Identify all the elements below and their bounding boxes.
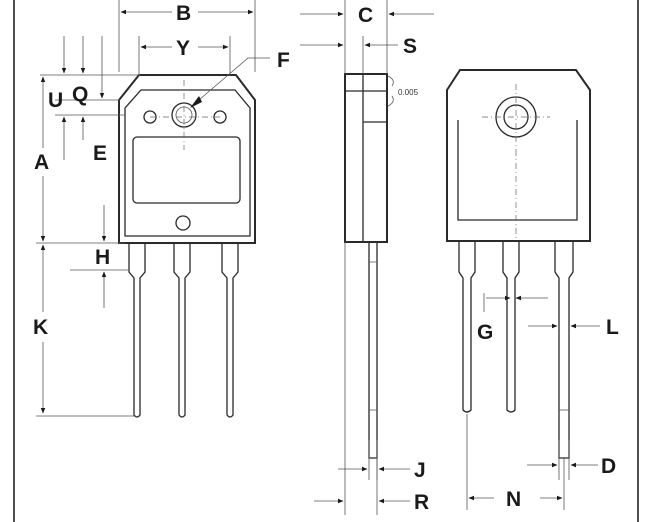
dim-B: B: [118, 0, 256, 72]
back-package-body: [446, 69, 591, 242]
dim-H: H: [70, 205, 129, 308]
label-K: K: [33, 316, 48, 339]
front-lead-right: [221, 244, 239, 418]
label-A: A: [34, 151, 49, 174]
label-C: C: [358, 4, 373, 27]
back-lead-right: [554, 242, 574, 459]
front-bottom-hole: [175, 215, 191, 231]
dim-D: D: [527, 440, 616, 480]
page-frame: [13, 0, 639, 522]
dim-J: J: [338, 440, 426, 482]
label-N: N: [506, 488, 521, 511]
dim-Y: Y: [138, 36, 231, 76]
front-view: [118, 74, 256, 418]
side-view: 0.005: [344, 73, 419, 459]
dim-A: A: [34, 76, 125, 244]
back-tab-inner: [457, 120, 578, 221]
back-lead-left: [458, 242, 476, 413]
front-lead-left: [128, 244, 146, 418]
label-H: H: [95, 246, 110, 269]
label-B: B: [176, 2, 191, 25]
label-S: S: [403, 35, 417, 58]
dim-G: G: [477, 293, 548, 344]
label-G: G: [477, 321, 493, 344]
back-view: [446, 69, 591, 459]
side-package-body: [344, 73, 388, 243]
front-tab-outline: [124, 89, 251, 237]
dim-S: S: [300, 35, 417, 74]
front-small-hole-right: [213, 110, 227, 124]
dim-N: N: [466, 414, 565, 511]
label-Q: Q: [72, 83, 88, 106]
label-D: D: [601, 455, 616, 478]
front-lead-center: [173, 244, 191, 418]
tolerance-note: 0.005: [398, 88, 419, 97]
label-R: R: [414, 491, 429, 514]
dim-C: C: [300, 0, 434, 74]
dim-F: F: [190, 49, 290, 108]
side-lead: [368, 242, 378, 459]
label-L: L: [606, 316, 619, 339]
dim-U-Q-E: U Q E: [40, 36, 140, 165]
dim-K: K: [33, 244, 136, 417]
back-lead-center: [502, 242, 520, 413]
dim-L: L: [528, 316, 619, 339]
label-F: F: [277, 49, 290, 72]
label-Y: Y: [176, 37, 190, 60]
label-E: E: [93, 142, 107, 165]
front-die-window: [132, 136, 241, 204]
dim-R: R: [314, 242, 429, 515]
label-J: J: [414, 459, 426, 482]
label-U: U: [48, 89, 63, 112]
